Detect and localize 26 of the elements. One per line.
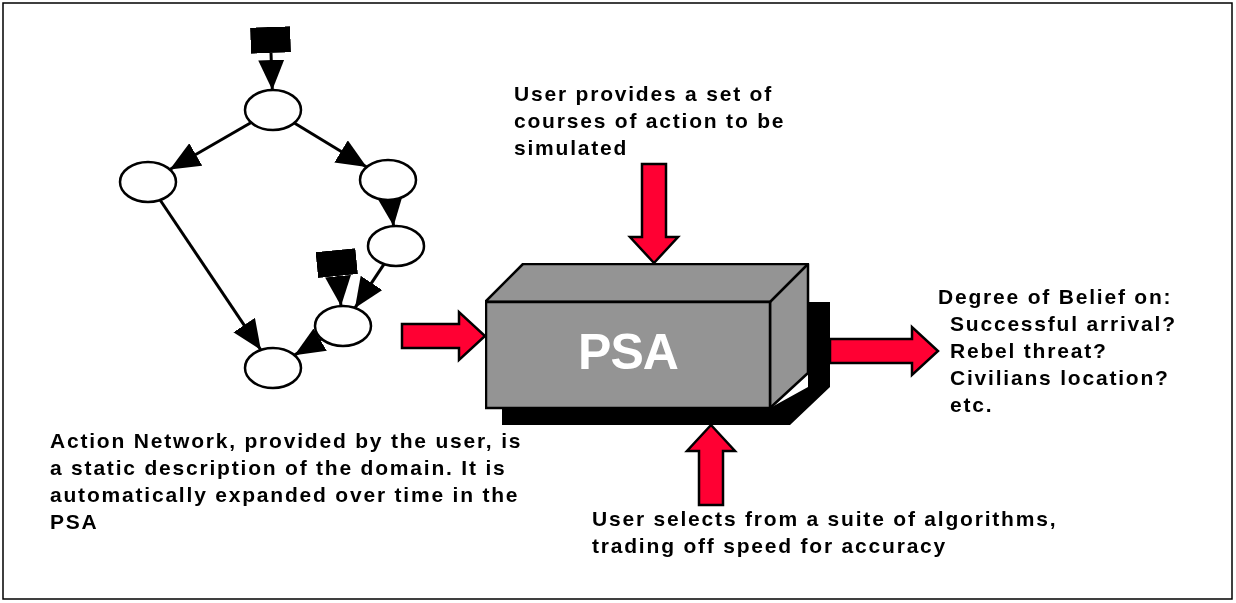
list-item: Civilians location? [949,365,1170,391]
arrow [158,199,263,351]
list-item: Successful arrival? [949,311,1177,337]
list-item: Rebel threat? [949,338,1108,364]
block-arrow [828,324,940,378]
caption-text: Action Network, provided by the user, is a static description of the domain. It is automatically expanded over time in the PSA [50,428,524,535]
arrow [293,121,368,169]
arrow [169,121,252,171]
annotation-text: User selects from a suite of algorithms, trading off speed for accuracy [592,505,1092,559]
arrow [250,26,291,91]
ellipse-node [243,88,303,132]
ellipse-node [366,224,426,268]
list-item: etc. [949,392,994,418]
block-arrow [627,162,681,265]
arrow [315,248,358,307]
ellipse-node [243,346,303,390]
arrow [293,328,327,357]
block-label: PSA [577,323,679,382]
heading-text: Degree of Belief on: [938,284,1173,310]
ellipse-node [313,304,373,348]
ellipse-node [118,160,178,204]
block-arrow [684,423,738,507]
arrow [353,263,386,309]
annotation-text: User provides a set of courses of action to be simulated [514,80,794,161]
block-arrow [400,309,487,363]
ellipse-node [358,158,418,202]
